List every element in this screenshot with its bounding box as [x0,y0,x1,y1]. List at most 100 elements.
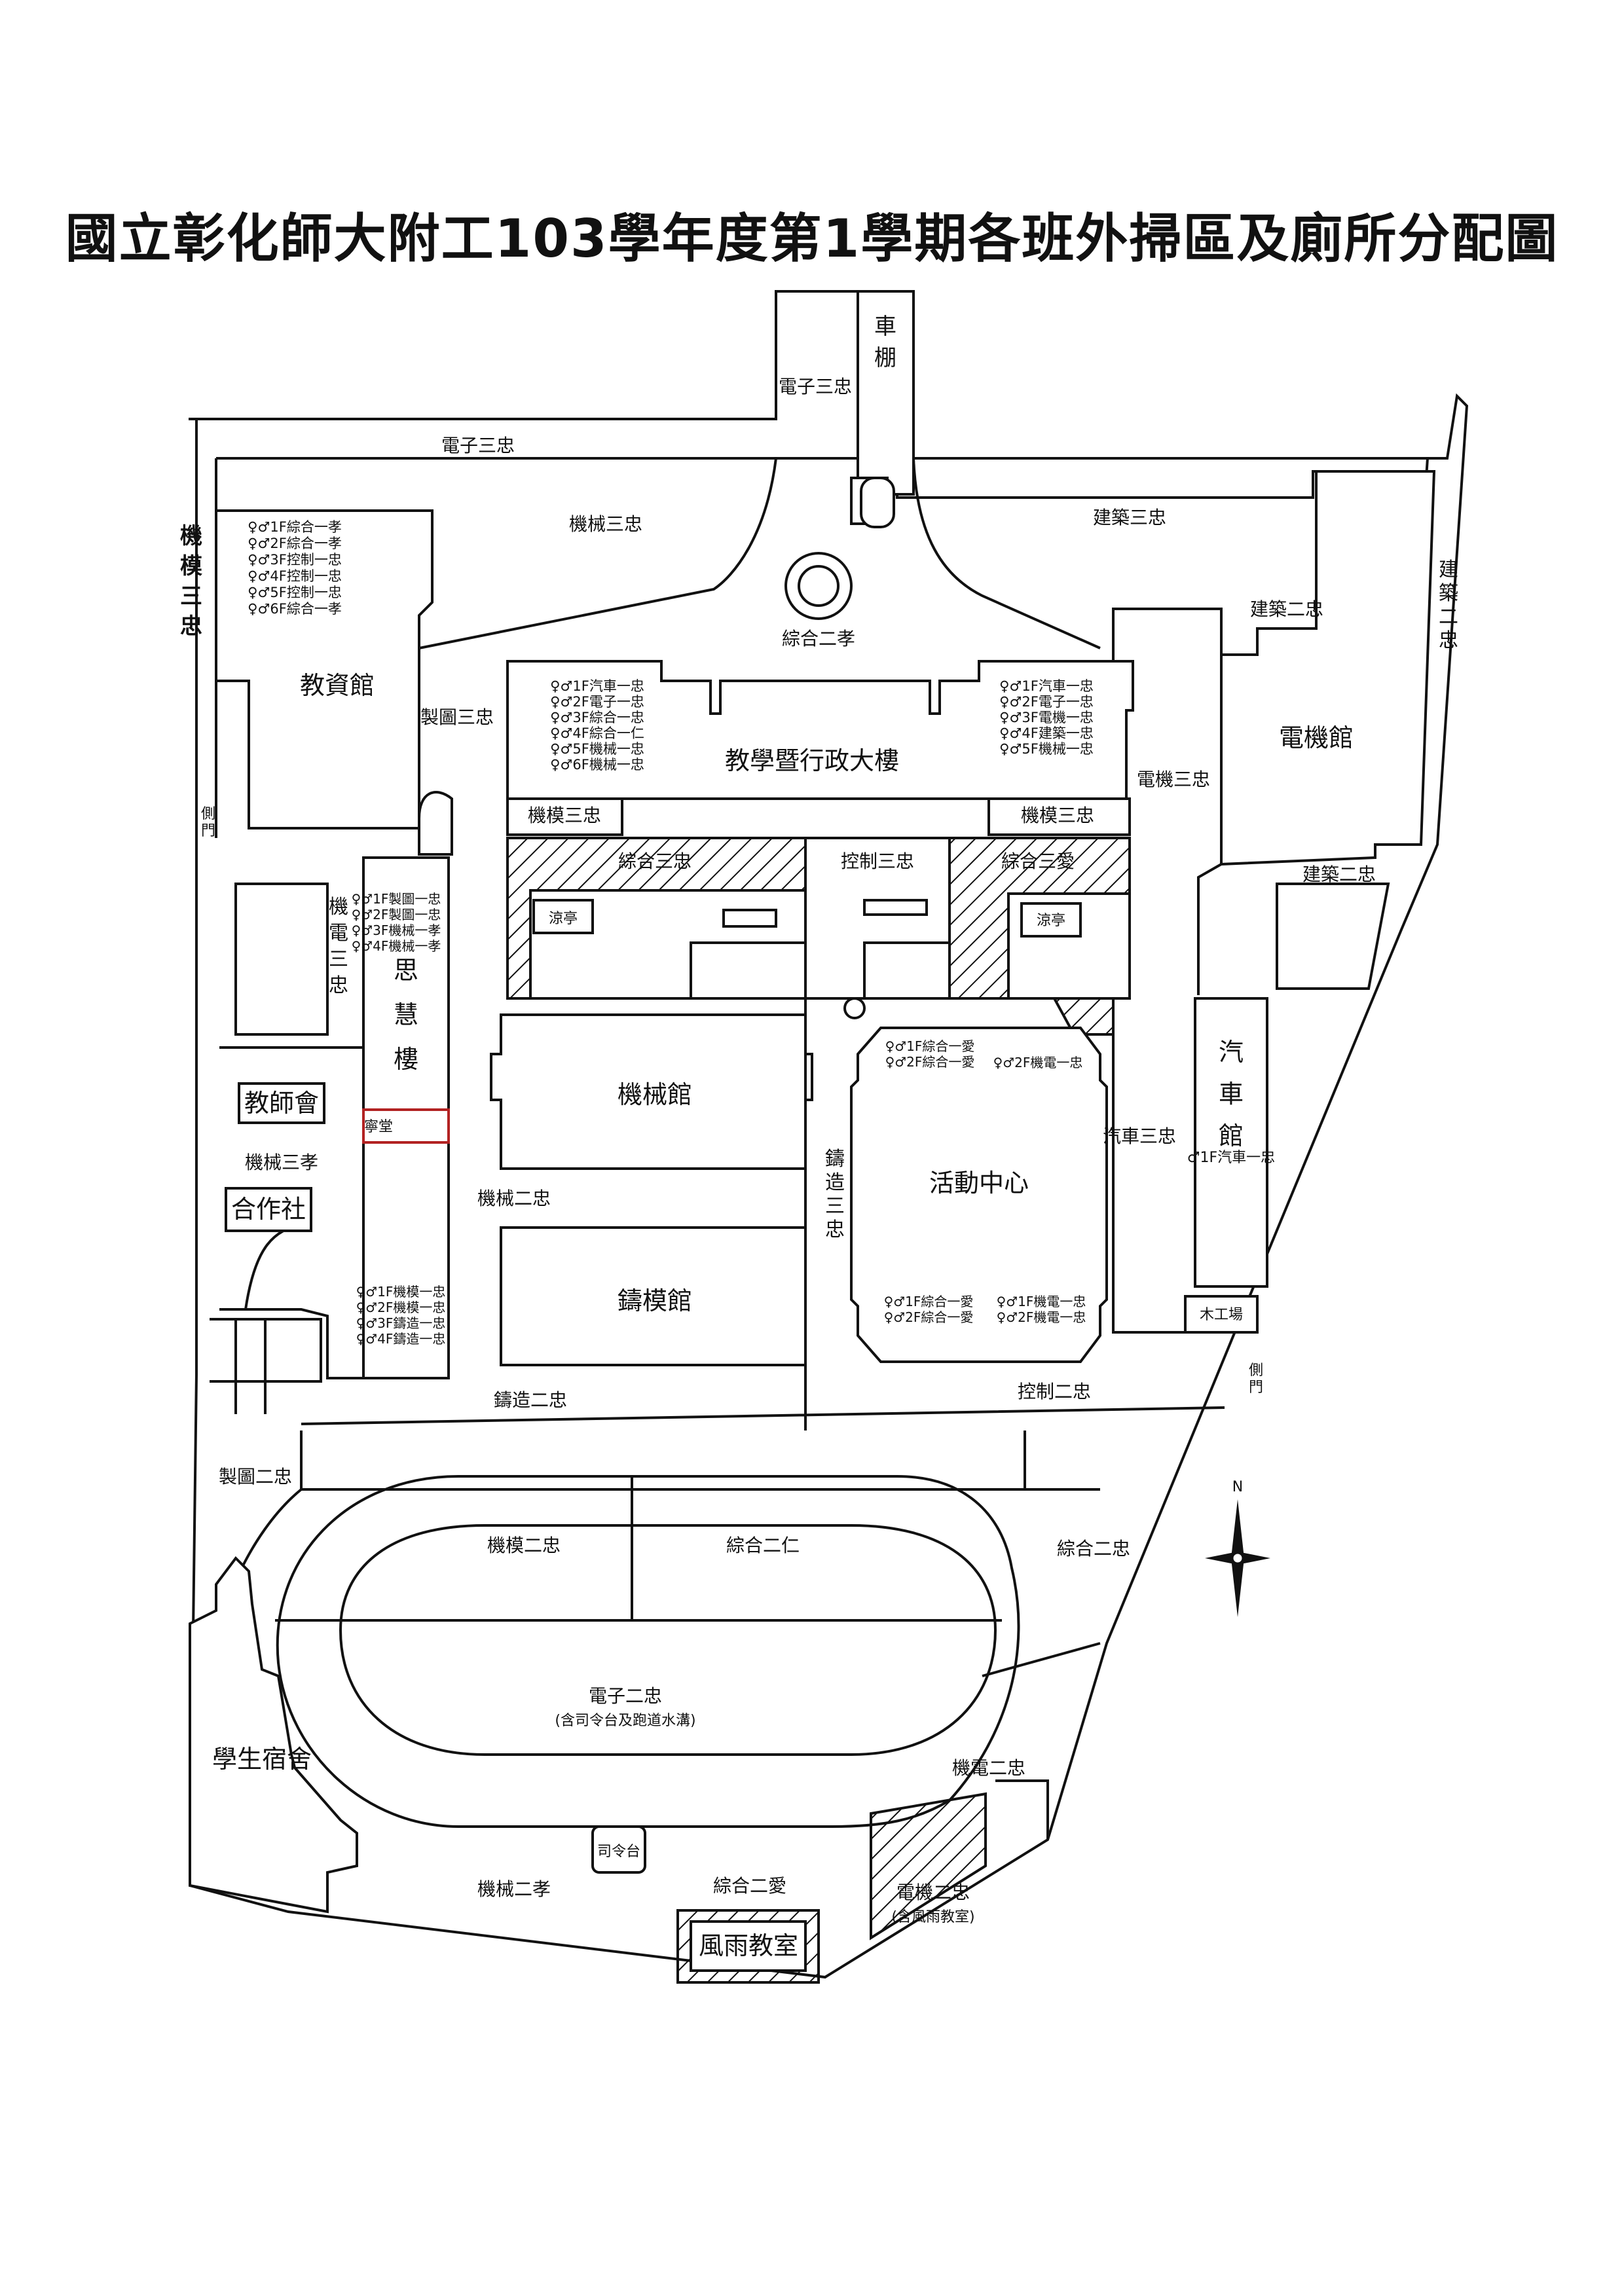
label-jixie-2zhong: 機械二忠 [477,1188,551,1209]
pavilion-a-box [532,899,594,934]
map-title: 國立彰化師大附工103學年度第1學期各班外掃區及廁所分配圖 [65,208,1559,269]
label-jixie-2xiao: 機械二孝 [477,1878,551,1900]
label-kongzhi-3zhong: 控制三忠 [841,850,914,872]
label-chepeng: 車棚 [874,314,896,371]
label-jidian-3zhong: 機電三忠 [329,896,348,997]
track-field-border [213,1430,1100,1677]
hatched-dianji-2zhong [870,1792,987,1941]
label-teachers-assoc: 教師會 [244,1089,319,1118]
label-zhuzao-2zhong: 鑄造二忠 [494,1389,567,1411]
rain-classroom-inner [690,1920,807,1972]
restroom-list-sihui-bottom: ♀♂1F機模一忠♀♂2F機模一忠♀♂3F鑄造一忠♀♂4F鑄造一忠 [356,1284,446,1347]
label-side-gate-left: 側門 [201,806,215,839]
label-jimo-3zhong-a: 機模三忠 [528,805,601,826]
label-jidian-2zhong: 機電二忠 [952,1757,1025,1779]
admin-wing-right [987,797,1131,836]
label-jimo-2zhong: 機模二忠 [487,1535,561,1556]
label-jiaoziguan: 教資館 [300,671,375,700]
podium-box [591,1825,646,1874]
top-road [216,457,1421,501]
label-workshop: 木工場 [1200,1307,1243,1323]
plaza-fountain-outer [784,552,853,620]
activity-center-building [850,1027,1108,1363]
label-zonghe-3zhong: 綜合三忠 [618,850,692,872]
label-admin-building: 教學暨行政大樓 [725,746,899,775]
label-dormitory: 學生宿舍 [212,1745,312,1774]
restroom-list-jiaoziguan: ♀♂1F綜合一孝♀♂2F綜合一孝♀♂3F控制一忠♀♂4F控制一忠♀♂5F控制一忠… [248,519,342,617]
label-dianji-3zhong: 電機三忠 [1137,769,1210,790]
label-kongzhi-2zhong: 控制二忠 [1018,1381,1091,1402]
label-activity-center: 活動中心 [929,1169,1029,1197]
label-co-op: 合作社 [231,1195,306,1224]
jianzhu-right-block [1112,608,1223,995]
restroom-list-activity-bottom-right: ♀♂1F機電一忠♀♂2F機電一忠 [997,1294,1086,1325]
label-podium: 司令台 [597,1844,640,1860]
label-qiche-1zhong-note: ♂1F汽車一忠 [1187,1150,1275,1166]
label-qiche-3zhong: 汽車三忠 [1103,1125,1176,1147]
co-op-box [225,1187,312,1232]
admin-building [506,660,1134,800]
label-zonghe-2ai: 綜合二愛 [713,1875,786,1897]
compass-center [1231,1552,1244,1565]
label-dianzi-3zhong-top: 電子三忠 [779,376,852,397]
workshop-box [1184,1295,1259,1334]
label-zonghe-3ai: 綜合三愛 [1001,850,1075,872]
label-dianzi-2zhong: 電子二忠 [589,1685,662,1707]
round-a [843,997,866,1019]
label-zhumoguan: 鑄模館 [618,1286,692,1315]
label-rain-classroom: 風雨教室 [699,1931,798,1960]
gate-post-2 [860,477,895,528]
plaza-fountain-inner [798,565,840,607]
label-qicheguan: 汽車館 [1219,1038,1244,1150]
restroom-list-sihui-top: ♀♂1F製圖一忠♀♂2F製圖一忠♀♂3F機械一孝♀♂4F機械一孝 [352,891,441,954]
zhumoguan-building [500,1226,807,1366]
track-divider [275,1476,1002,1622]
label-jianzhu-2zhong-right: 建築二忠 [1439,558,1458,652]
dormitory-building [189,1556,358,1914]
label-zonghe-2zhong: 綜合二忠 [1057,1538,1130,1559]
bench-c [863,899,928,916]
label-jixie-3xiao: 機械三孝 [245,1152,318,1173]
restroom-list-admin-right: ♀♂1F汽車一忠♀♂2F電子一忠♀♂3F電機一忠♀♂4F建築一忠♀♂5F機械一忠 [999,678,1094,757]
label-jixie-3zhong-top: 機械三忠 [569,513,642,535]
label-jianzhu-3zhong: 建築三忠 [1093,507,1166,528]
bench-b [690,941,810,1000]
label-jixieguan: 機械館 [618,1080,692,1109]
left-grid [210,1318,322,1414]
pavilion-b-box [1020,902,1082,938]
restroom-list-activity-bottom-left: ♀♂1F綜合一愛♀♂2F綜合一愛 [884,1294,974,1325]
bench-d [863,941,951,1000]
restroom-list-activity-top-left: ♀♂1F綜合一愛♀♂2F綜合一愛 [885,1038,975,1070]
label-zonghe-2ren: 綜合二仁 [726,1535,800,1556]
north-plaza [418,458,1101,655]
admin-wing-left [506,797,623,836]
room-highlight [362,1108,450,1144]
label-north: N [1232,1479,1243,1495]
restroom-list-admin-left: ♀♂1F汽車一忠♀♂2F電子一忠♀♂3F綜合一忠♀♂4F綜合一仁♀♂5F機械一忠… [550,678,644,773]
label-jimo-3zhong-left: 機模三忠 [180,523,202,640]
southeast-zone [982,1642,1101,1840]
label-dianjiguan: 電機館 [1279,723,1354,752]
label-jimo-3zhong-b: 機模三忠 [1021,805,1094,826]
label-zhitu-3zhong: 製圖三忠 [420,706,494,728]
label-side-gate-right: 側門 [1249,1362,1263,1396]
label-dianji-2zhong-note: (含風雨教室) [891,1909,974,1925]
track-outer [276,1475,1020,1828]
label-dianzi-2zhong-note: (含司令台及跑道水溝) [555,1713,695,1729]
restroom-list-activity-top-right: ♀♂2F機電一忠 [993,1055,1083,1070]
sihui-stair [418,791,453,856]
bench-a [722,909,777,928]
qicheguan-building [1194,997,1268,1288]
label-jianzhu-2zhong-b: 建築二忠 [1302,864,1376,885]
label-pavilion-a: 涼亭 [549,911,578,927]
label-dianzi-3zhong-left: 電子三忠 [441,435,515,456]
label-dianji-2zhong: 電機二忠 [896,1882,970,1903]
sihui-column [362,856,450,1379]
east-block [1276,883,1390,990]
label-zonghe-2xiao: 綜合二孝 [782,628,855,649]
label-zhuzao-3zhong: 鑄造三忠 [825,1148,845,1241]
left-building [234,883,329,1036]
label-sihui-building: 思慧樓 [394,956,418,1074]
label-jianzhu-2zhong-a: 建築二忠 [1250,598,1323,620]
